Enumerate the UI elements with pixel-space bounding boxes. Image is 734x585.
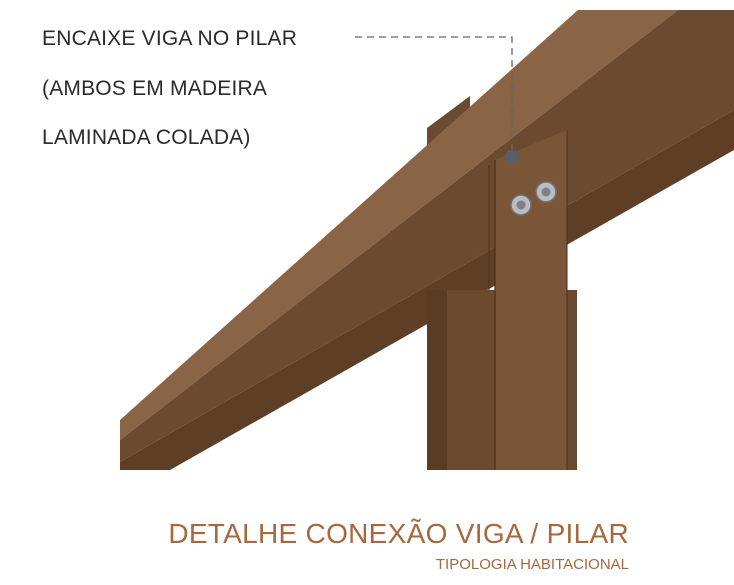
leader-dot bbox=[505, 150, 519, 164]
diagram-subtitle: TIPOLOGIA HABITACIONAL bbox=[435, 556, 629, 573]
pillar-side bbox=[427, 290, 447, 470]
annotation-line-2: (AMBOS EM MADEIRA bbox=[42, 77, 268, 100]
beam-front-face bbox=[120, 10, 734, 462]
bolt-icon bbox=[510, 194, 532, 216]
annotation-line-3: LAMINADA COLADA) bbox=[42, 126, 251, 149]
leader-line bbox=[355, 36, 513, 150]
diagram-title: DETALHE CONEXÃO VIGA / PILAR bbox=[168, 518, 629, 549]
bolt-icon bbox=[535, 181, 557, 203]
annotation-line-1: ENCAIXE VIGA NO PILAR bbox=[42, 27, 298, 50]
pillar-connector-plate bbox=[495, 130, 567, 470]
